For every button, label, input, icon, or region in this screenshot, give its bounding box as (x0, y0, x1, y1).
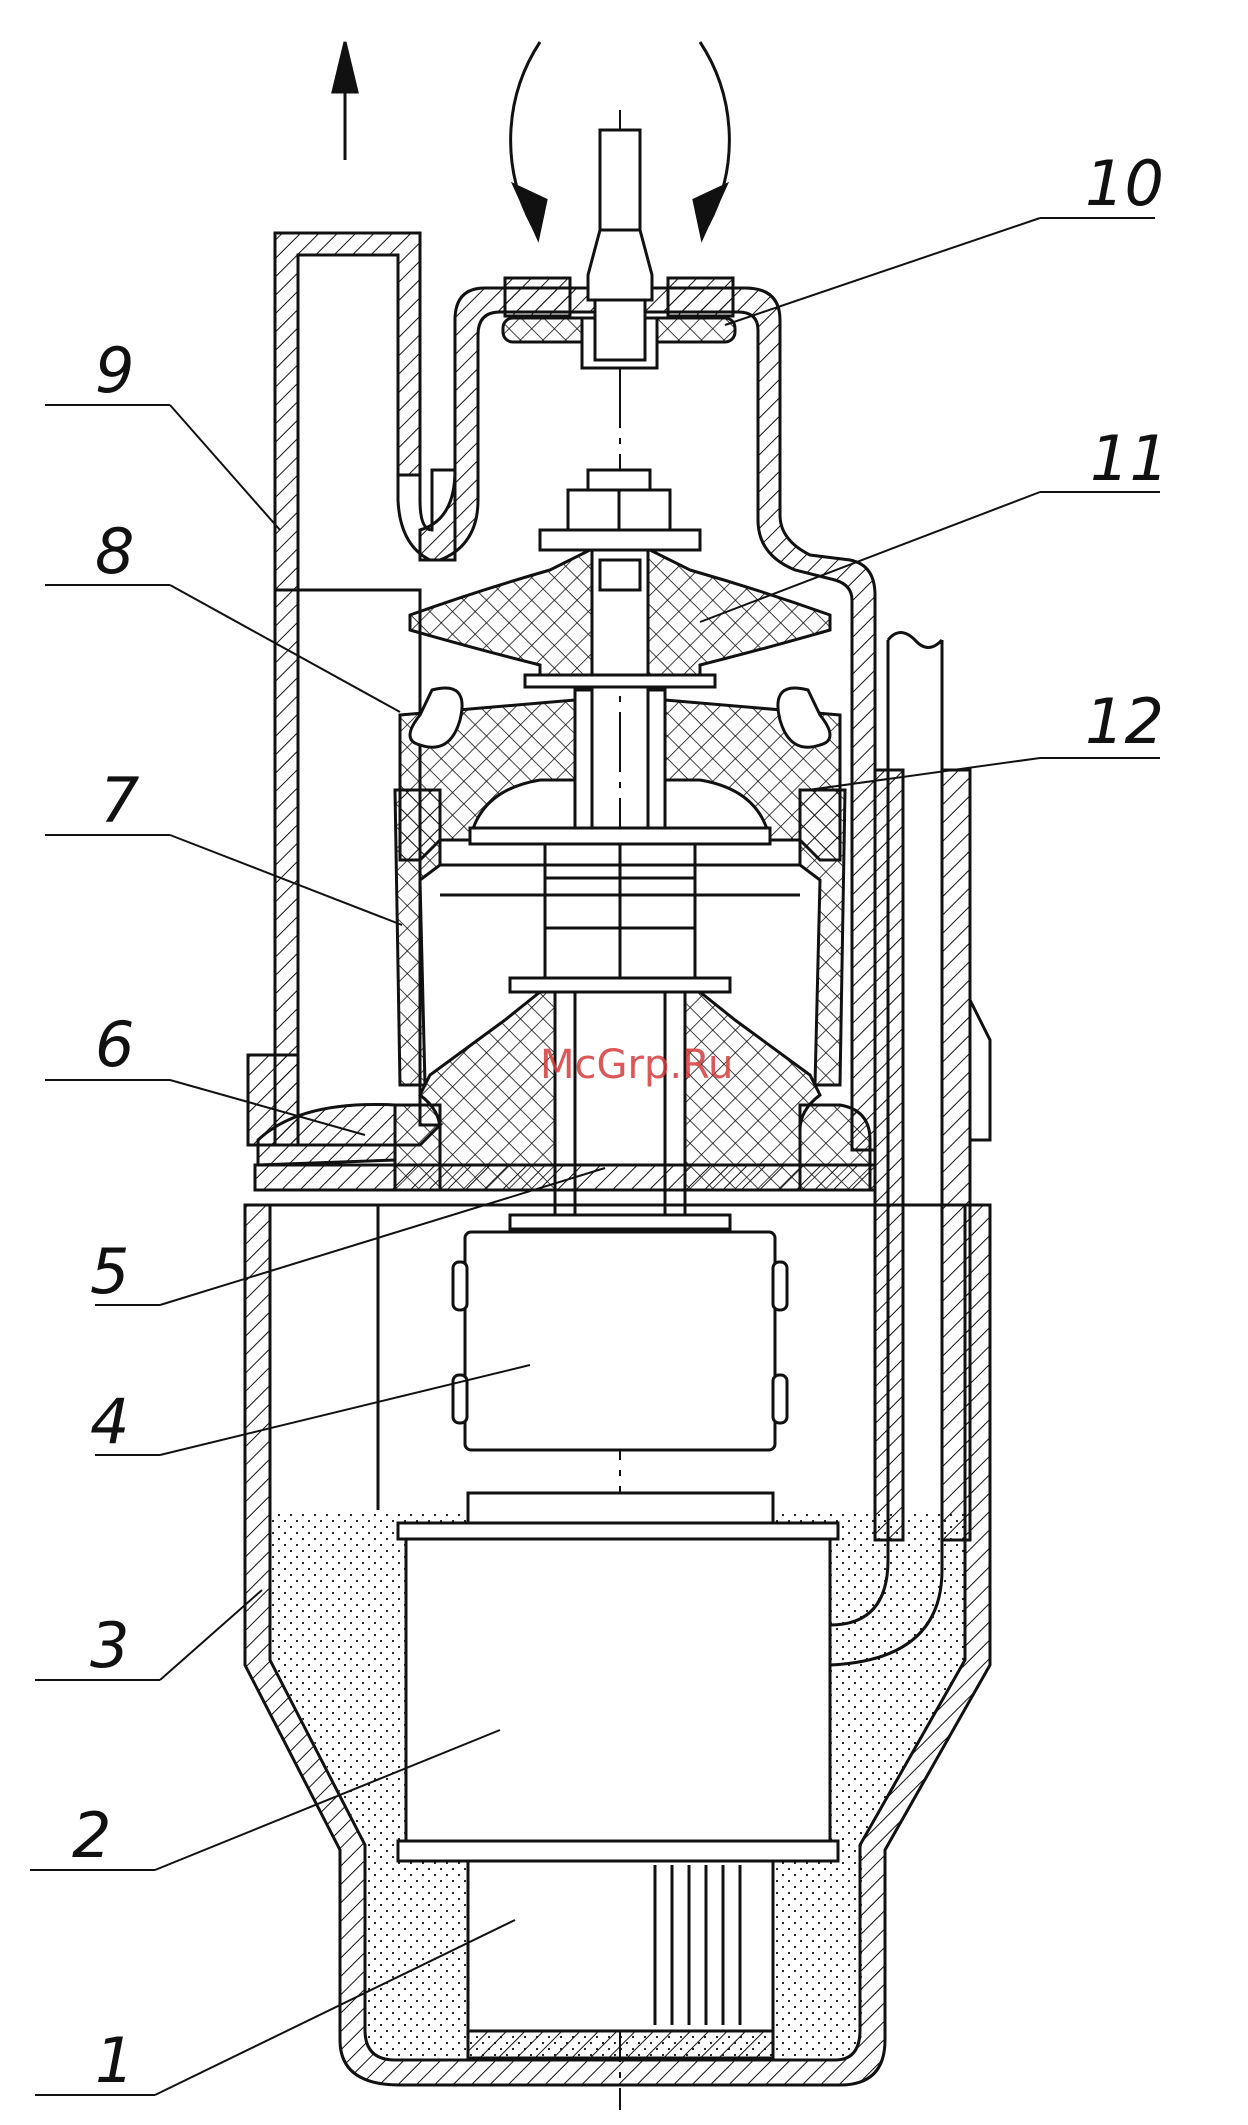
shaft-top (588, 130, 652, 360)
callout-7: 7 (45, 764, 402, 925)
electromagnet-coil (398, 1493, 838, 1861)
armature (453, 1232, 787, 1450)
inlet-flow-arrow-left (511, 42, 546, 238)
callout-label-9: 9 (95, 334, 134, 407)
callout-label-12: 12 (1085, 685, 1164, 758)
callout-10: 10 (725, 147, 1164, 325)
callout-label-10: 10 (1085, 147, 1164, 220)
callout-label-4: 4 (90, 1385, 129, 1458)
callout-label-11: 11 (1090, 422, 1169, 495)
watermark: McGrp.Ru (540, 1042, 733, 1088)
callout-8: 8 (45, 515, 400, 712)
callout-label-1: 1 (95, 2024, 134, 2097)
callout-label-7: 7 (100, 764, 139, 837)
callout-label-2: 2 (72, 1799, 111, 1872)
piston-upper (410, 550, 830, 687)
magnet-core (468, 1861, 773, 2058)
middle-nuts (470, 828, 770, 992)
callout-label-5: 5 (90, 1235, 129, 1308)
callout-label-3: 3 (90, 1609, 129, 1682)
outlet-flow-arrow (333, 42, 357, 160)
callout-label-8: 8 (95, 515, 134, 588)
callout-label-6: 6 (95, 1008, 134, 1081)
callout-9: 9 (45, 334, 280, 530)
upper-nut (540, 470, 700, 550)
inlet-flow-arrow-right (694, 42, 729, 238)
callout-3: 3 (35, 1590, 262, 1682)
